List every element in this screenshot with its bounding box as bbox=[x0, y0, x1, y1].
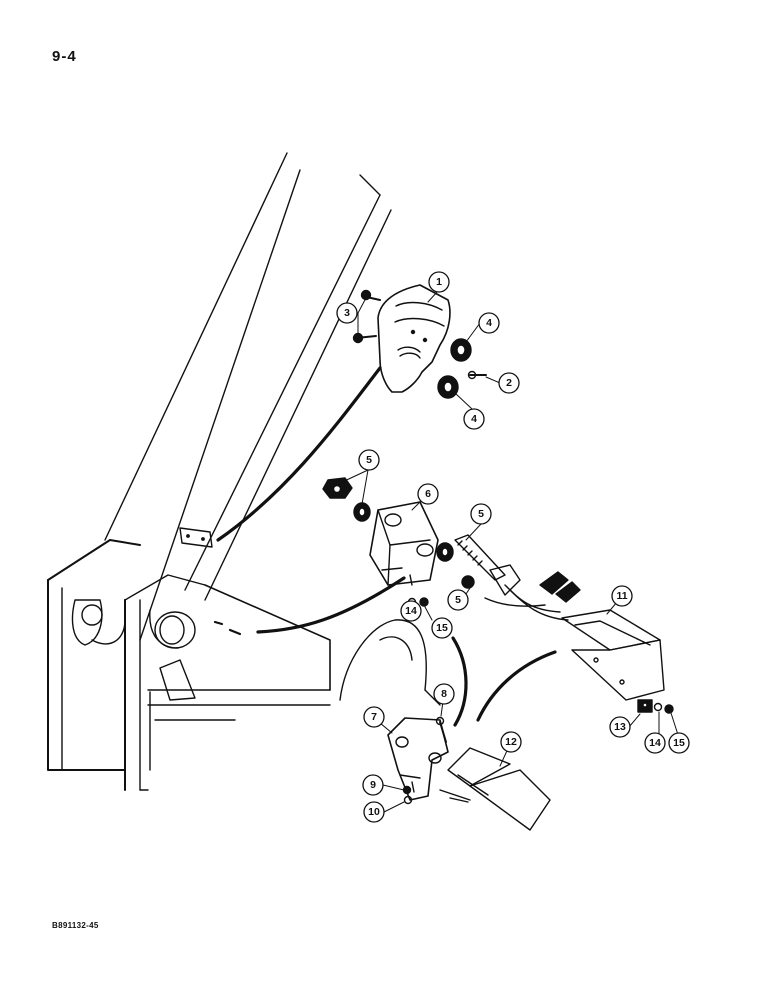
callout-12: 12 bbox=[505, 736, 517, 748]
callout-5-lower: 5 bbox=[455, 594, 461, 606]
loader-frame-drawing bbox=[47, 539, 441, 791]
callout-4-upper: 4 bbox=[486, 317, 492, 329]
drawing-code: B891132-45 bbox=[52, 921, 99, 930]
callout-14-lower: 14 bbox=[649, 737, 661, 749]
callout-1: 1 bbox=[436, 276, 442, 288]
part-11-plate bbox=[561, 609, 674, 714]
leader-lines bbox=[216, 366, 557, 727]
callout-6: 6 bbox=[425, 488, 431, 500]
callout-13: 13 bbox=[614, 721, 626, 733]
callout-4-lower: 4 bbox=[471, 413, 477, 425]
callout-7: 7 bbox=[371, 711, 377, 723]
callout-3: 3 bbox=[344, 307, 350, 319]
callout-15-lower: 15 bbox=[673, 737, 685, 749]
callout-15-upper: 15 bbox=[436, 622, 448, 634]
callout-5-left: 5 bbox=[366, 454, 372, 466]
part-7-bracket bbox=[387, 716, 449, 805]
callout-11: 11 bbox=[616, 590, 627, 602]
callout-10: 10 bbox=[368, 806, 380, 818]
callout-2: 2 bbox=[506, 377, 512, 389]
callout-9: 9 bbox=[370, 779, 376, 791]
callout-5-right: 5 bbox=[478, 508, 484, 520]
callout-8: 8 bbox=[441, 688, 447, 700]
loader-arm-drawing bbox=[104, 152, 392, 641]
part-1-bracket-assembly bbox=[352, 284, 487, 399]
callout-14-upper: 14 bbox=[405, 605, 417, 617]
page-number: 9-4 bbox=[52, 48, 77, 65]
part-12-pedal bbox=[439, 747, 551, 831]
